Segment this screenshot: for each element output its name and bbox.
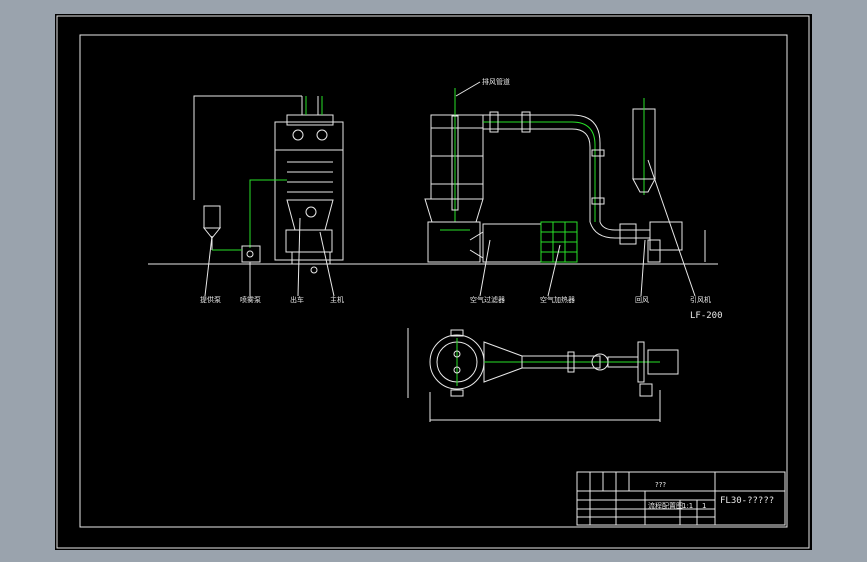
- label-mid-3: 回风: [635, 296, 649, 304]
- title-block-sheet: 1: [702, 502, 706, 510]
- cad-viewport[interactable]: [55, 14, 812, 550]
- heater-assembly: [424, 88, 578, 263]
- cyclone-fan: [632, 98, 706, 263]
- main-dryer: [274, 96, 344, 274]
- label-right-1: 引风机: [690, 295, 711, 304]
- equipment-labels: 提供泵 喷雾泵 出车 主机 空气过滤器 空气加热器 回风 引风机 LF-200 …: [200, 77, 723, 321]
- plan-view: [407, 328, 679, 422]
- feed-pipes: [193, 95, 302, 263]
- title-block-drawing-no: FL30-?????: [720, 496, 774, 506]
- duct-run: [483, 111, 650, 245]
- title-block: ??? FL30-????? 流程配置图 1:1 1: [576, 471, 786, 526]
- title-block-title: ???: [655, 481, 666, 489]
- label-top: 排风管道: [482, 77, 510, 86]
- leader-lines: [204, 81, 696, 297]
- label-left-3: 出车: [290, 295, 304, 304]
- label-left-4: 主机: [330, 295, 344, 304]
- title-block-name: 流程配置图: [648, 501, 683, 510]
- label-right-code: LF-200: [690, 311, 723, 321]
- label-left-1: 提供泵: [200, 295, 221, 304]
- title-block-scale: 1:1: [682, 502, 693, 510]
- outer-frame: [56, 15, 810, 549]
- label-mid-2: 空气加热器: [540, 295, 575, 304]
- inner-border: [79, 34, 788, 528]
- label-mid-1: 空气过滤器: [470, 295, 505, 304]
- label-left-2: 喷雾泵: [240, 295, 261, 304]
